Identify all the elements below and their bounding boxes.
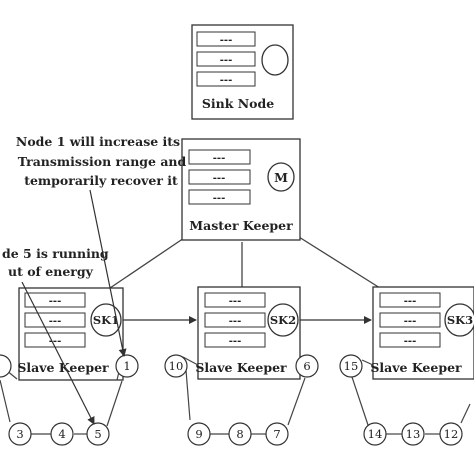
sensor-node-6-label: 6 — [303, 359, 310, 373]
sensor-node-13 — [401, 422, 425, 446]
sensor-node-13-label: 13 — [406, 427, 421, 441]
sk2-label: Slave Keeper — [195, 360, 287, 375]
master-label: Master Keeper — [189, 218, 293, 233]
sensor-node-15-label: 15 — [344, 359, 359, 373]
sk1-badge — [90, 303, 122, 337]
sk2-slot — [204, 312, 266, 328]
sensor-node-4 — [50, 422, 74, 446]
sensor-node-1 — [115, 354, 139, 378]
sensor-node-3 — [8, 422, 32, 446]
cluster-3-links — [351, 359, 471, 435]
sk1-slot-text: --- — [49, 316, 61, 327]
master-badge — [267, 162, 295, 192]
annotation-node5-line1: de 5 is running — [2, 246, 109, 261]
sensor-node-14-label: 14 — [368, 427, 383, 441]
sk3-slot-text: --- — [404, 296, 416, 307]
sensor-node-4-label: 4 — [58, 427, 65, 441]
annotation-node1-line3: temporarily recover it — [24, 173, 178, 188]
sensor-node-15 — [339, 354, 363, 378]
sink-slot-text: --- — [220, 75, 232, 86]
sk3-badge-text: SK3 — [447, 313, 473, 327]
master-slot-text: --- — [213, 173, 225, 184]
sensor-node-14 — [363, 422, 387, 446]
sk2-badge-text: SK2 — [270, 313, 296, 327]
sk2-slot-text: --- — [229, 336, 241, 347]
link-master-sk1 — [109, 231, 194, 289]
sk1-badge-text: SK1 — [93, 313, 119, 327]
sink-slot — [196, 31, 256, 47]
sensor-node-9-label: 9 — [195, 427, 202, 441]
sink-slot — [196, 51, 256, 67]
master-slot — [188, 189, 251, 205]
sk1-slot — [24, 292, 86, 308]
sink-antenna-icon — [261, 44, 289, 76]
annotation-node1-arrow — [89, 189, 127, 357]
sensor-node-10 — [164, 354, 188, 378]
annotation-node5-arrow — [21, 281, 95, 425]
sensor-node-12-label: 12 — [444, 427, 459, 441]
sk1-label: Slave Keeper — [17, 360, 109, 375]
sk3-badge — [444, 303, 474, 337]
sk3-slot-text: --- — [404, 336, 416, 347]
annotation-node1-line1: Node 1 will increase its — [16, 134, 180, 149]
master-slot-text: --- — [213, 193, 225, 204]
sensor-node-7 — [265, 422, 289, 446]
sk3-slot-text: --- — [404, 316, 416, 327]
sensor-node-5-label: 5 — [94, 427, 101, 441]
annotation-node1-line2: Transmission range and — [18, 154, 187, 169]
sensor-node-5 — [86, 422, 110, 446]
sk2-slot-text: --- — [229, 316, 241, 327]
sensor-node-6 — [295, 354, 319, 378]
sk2-slot-text: --- — [229, 296, 241, 307]
sink-slot-text: --- — [220, 55, 232, 66]
sensor-nodes: 1 3 4 5 10 6 9 8 7 15 14 13 12 — [0, 354, 463, 446]
sk2-slot — [204, 292, 266, 308]
slave-keeper-sk1: --- --- --- SK1 Slave Keeper — [17, 287, 124, 381]
sensor-node-7-label: 7 — [273, 427, 280, 441]
sk3-slot — [379, 312, 441, 328]
master-keeper: --- --- --- M Master Keeper — [181, 138, 301, 241]
sk2-slot — [204, 332, 266, 348]
sk1-slot-text: --- — [49, 336, 61, 347]
master-badge-text: M — [274, 170, 288, 185]
sensor-node-12 — [439, 422, 463, 446]
sk3-slot — [379, 332, 441, 348]
sensor-node-8 — [228, 422, 252, 446]
annotation-node1: Node 1 will increase its Transmission ra… — [16, 134, 187, 357]
sensor-node-3-label: 3 — [16, 427, 23, 441]
sk1-slot-text: --- — [49, 296, 61, 307]
annotation-node5-line2: ut of energy — [8, 264, 94, 279]
sensor-node-10-label: 10 — [169, 359, 184, 373]
master-slot — [188, 169, 251, 185]
annotation-node5: de 5 is running ut of energy — [2, 246, 109, 425]
slave-keeper-sk2: --- --- --- SK2 Slave Keeper — [195, 286, 301, 380]
sk2-badge — [267, 303, 299, 337]
master-slot-text: --- — [213, 153, 225, 164]
sink-label: Sink Node — [202, 96, 274, 111]
slave-keeper-sk3: --- --- --- SK3 Slave Keeper — [370, 286, 474, 380]
sink-slot — [196, 71, 256, 87]
sink-slot-text: --- — [220, 35, 232, 46]
sink-node: --- --- --- Sink Node — [191, 24, 294, 120]
sensor-node — [0, 354, 12, 378]
sk3-label: Slave Keeper — [370, 360, 462, 375]
sensor-node-8-label: 8 — [236, 427, 243, 441]
sk3-slot — [379, 292, 441, 308]
link-master-sk3 — [290, 231, 381, 289]
sensor-node-1-label: 1 — [123, 359, 130, 373]
sensor-node-9 — [187, 422, 211, 446]
master-slot — [188, 149, 251, 165]
